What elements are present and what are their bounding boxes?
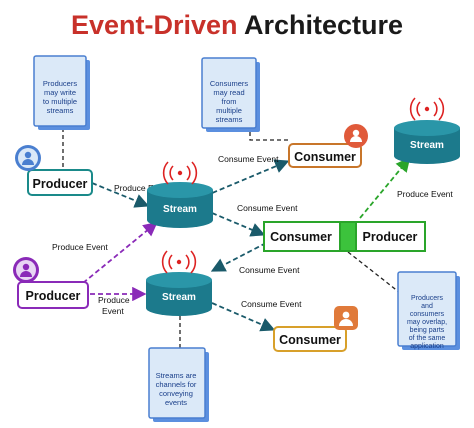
signal-icon-bottom [161, 250, 197, 274]
consumer-bottom-node: Consumer [273, 326, 347, 352]
producer-bottom-node: Producer [17, 281, 89, 309]
edge-label-e5-line2: Event [102, 306, 124, 316]
edge-label-e4: Produce Event [52, 242, 108, 252]
producer-bottom-label: Producer [26, 289, 81, 303]
producer-top-label: Producer [33, 177, 88, 191]
edge-label-e6: Consume Event [239, 265, 300, 275]
stream-top: Stream [147, 182, 213, 228]
title-part-2: Architecture [244, 10, 404, 40]
edge-label-e1: Produce Event [114, 183, 170, 193]
edge-label-e3: Consume Event [237, 203, 298, 213]
user-avatar-icon [15, 145, 41, 171]
stream-right: Stream [394, 120, 460, 164]
arrow-stream-top-to-consumer-top [204, 159, 290, 197]
stream-top-label: Stream [163, 204, 197, 215]
consumer-top-node: Consumer [288, 143, 362, 168]
edge-label-e5-line1: Produce [98, 295, 130, 305]
combo-node: Consumer Producer [263, 221, 426, 252]
edge-label-e2: Consume Event [218, 154, 279, 164]
user-avatar-purple-icon [13, 257, 39, 283]
arrow-producer-bottom-to-stream-top [82, 221, 158, 284]
stream-bottom: Stream [146, 272, 212, 316]
arrow-stream-bottom-to-consumer-bottom [211, 302, 276, 332]
arrow-stream-top-to-combo [211, 212, 266, 237]
title-part-1: Event-Driven [70, 10, 238, 40]
consumer-top-label: Consumer [294, 150, 356, 164]
consumer-avatar-icon [344, 124, 368, 148]
combo-producer-label: Producer [363, 230, 418, 244]
edge-label-e7: Consume Event [241, 299, 302, 309]
consumer-bottom-label: Consumer [279, 333, 341, 347]
arrow-combo-to-stream-right [359, 157, 411, 219]
edge-label-e8: Produce Event [397, 189, 453, 199]
signal-icon-right [409, 97, 445, 121]
signal-icon-top [162, 161, 198, 185]
diagram-title: Event-Driven Architecture [0, 8, 474, 42]
producer-top-node: Producer [27, 169, 93, 196]
stream-right-label: Stream [410, 140, 444, 151]
note-link-overlap [347, 251, 405, 297]
combo-consumer-label: Consumer [270, 230, 332, 244]
arrow-combo-to-stream-bottom [210, 242, 267, 272]
arrow-producer-top-to-stream-top [91, 182, 150, 208]
stream-bottom-label: Stream [162, 292, 196, 303]
consumer-bottom-avatar-icon [334, 306, 358, 330]
